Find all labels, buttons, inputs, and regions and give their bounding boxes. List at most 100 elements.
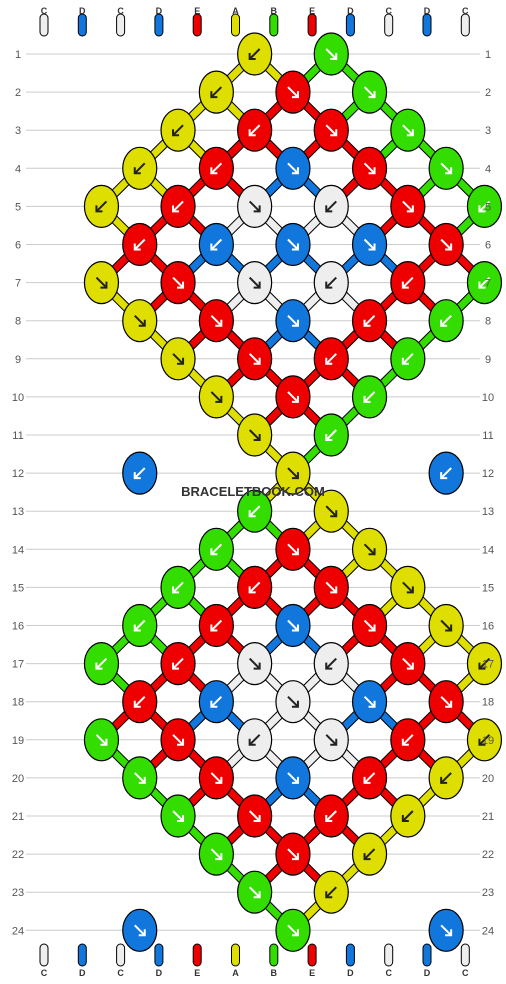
knot	[160, 337, 196, 381]
knot-arrow-head	[210, 624, 218, 632]
knot-arrow-shaft	[363, 848, 376, 860]
knot-arrow-head	[368, 700, 376, 708]
knot	[466, 641, 503, 686]
knot-arrow-head	[325, 357, 333, 365]
row-number-right: 5	[485, 201, 491, 213]
knot-arrow-shaft	[134, 695, 146, 708]
knot-arrow-shaft	[172, 810, 184, 822]
knot	[83, 184, 120, 228]
knot-arrow-shaft	[325, 48, 337, 60]
knot	[160, 261, 196, 305]
knot	[313, 718, 349, 762]
knot-arrow-shaft	[402, 657, 414, 670]
knot	[237, 413, 273, 457]
knot-arrow-head	[445, 167, 453, 175]
row-number-right: 4	[485, 163, 491, 175]
knot-arrow-shaft	[287, 619, 299, 632]
strand-label-top: D	[79, 6, 86, 16]
knot-arrow-head	[215, 776, 223, 784]
knot-arrow-shaft	[248, 429, 261, 441]
row-number-left: 18	[12, 697, 24, 709]
knot-arrow-shaft	[172, 734, 184, 746]
row-number-left: 8	[15, 316, 21, 328]
knot	[237, 718, 273, 762]
knot-arrow-shaft	[210, 619, 223, 632]
knot	[313, 337, 349, 381]
knot	[237, 108, 273, 152]
knot	[237, 184, 273, 228]
knot-arrow-shaft	[402, 200, 414, 213]
knot-arrow-head	[406, 662, 414, 670]
knot	[351, 603, 388, 648]
knot-arrow-head	[248, 129, 256, 137]
strand-label-top: C	[385, 6, 392, 16]
knot-arrow-shaft	[210, 543, 223, 556]
knot-arrow-head	[363, 319, 371, 327]
row-number-right: 17	[482, 659, 494, 671]
knot-arrow-head	[291, 243, 299, 251]
knot-arrow-shaft	[363, 86, 376, 98]
knot	[237, 489, 273, 533]
row-number-left: 17	[12, 659, 24, 671]
knot-arrow-shaft	[402, 353, 414, 365]
knot	[466, 184, 503, 228]
knot	[83, 718, 120, 762]
knot-arrow-shaft	[248, 505, 261, 517]
knot	[351, 527, 388, 571]
knot	[390, 184, 426, 228]
knot-arrow-shaft	[287, 314, 299, 327]
knot-arrow-head	[330, 510, 338, 518]
strand-label-bottom: E	[309, 968, 315, 978]
row-number-left: 5	[15, 201, 21, 213]
knot-arrow-head	[368, 91, 376, 99]
row-number-left: 12	[12, 468, 24, 480]
knot	[275, 527, 311, 571]
knot-arrow-head	[172, 129, 180, 137]
row-number-left: 16	[12, 621, 24, 633]
knot-arrow-shaft	[440, 467, 452, 479]
knot	[351, 832, 388, 876]
knot	[466, 718, 503, 762]
knot-arrow-head	[330, 53, 338, 60]
knot-arrow-shaft	[210, 86, 223, 98]
knot-arrow-shaft	[478, 657, 491, 670]
knot-arrow-head	[253, 891, 261, 899]
knot-arrow-head	[401, 815, 409, 822]
knot	[122, 451, 158, 495]
strand-label-bottom: E	[194, 968, 200, 978]
knot	[351, 70, 388, 114]
row-number-left: 2	[15, 87, 21, 99]
strand-label-top: B	[271, 6, 278, 16]
knot-arrow-head	[406, 586, 414, 594]
knot-arrow-shaft	[172, 124, 184, 136]
strand-label-bottom: D	[347, 968, 354, 978]
knot-arrow-shaft	[210, 848, 223, 860]
knot-arrow-shaft	[478, 734, 491, 746]
knot	[275, 832, 311, 876]
knot-arrow-head	[368, 243, 376, 251]
knot-arrow-head	[363, 853, 371, 861]
knot	[428, 222, 464, 267]
knot-arrow-shaft	[325, 810, 337, 822]
row-number-right: 10	[482, 392, 494, 404]
knot	[390, 261, 426, 305]
row-number-left: 7	[15, 278, 21, 290]
knot-arrow-shaft	[402, 581, 414, 594]
knot	[390, 718, 426, 762]
knot	[275, 299, 311, 343]
knot-arrow-head	[325, 891, 333, 899]
knot-arrow-head	[325, 434, 333, 441]
strand-label-top: C	[462, 6, 469, 16]
strand-label-bottom: C	[41, 968, 48, 978]
knot	[313, 565, 349, 610]
knot-arrow-head	[253, 281, 261, 289]
knot	[237, 870, 273, 914]
site-watermark: BRACELETBOOK.COM	[181, 484, 325, 499]
knot-arrow-shaft	[210, 238, 223, 251]
knot-arrow-head	[248, 586, 256, 594]
knot	[275, 603, 311, 648]
knot	[275, 375, 311, 419]
knot-arrow-shaft	[363, 314, 376, 327]
knot	[428, 908, 464, 952]
